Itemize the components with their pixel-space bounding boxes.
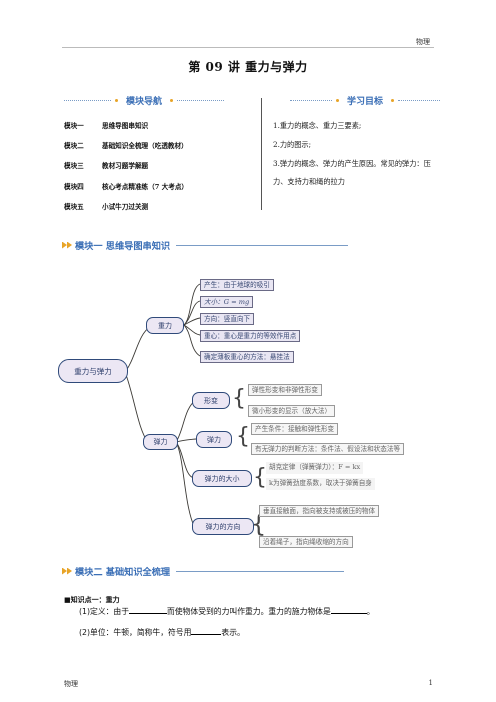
mindmap-leaf: 有无弹力的判断方法：条件法、假设法和状态法等 — [251, 443, 405, 455]
brace-icon: { — [236, 424, 250, 449]
double-arrow-icon — [62, 567, 73, 575]
mindmap-leaf: 大小：G = mg — [200, 296, 254, 308]
mindmap-leaf: 胡克定律（弹簧弹力）：F = kx — [266, 462, 364, 474]
answer-blank[interactable] — [129, 606, 168, 614]
mindmap-leaf: 产生：由于地球的吸引 — [200, 279, 274, 291]
brace-icon: { — [232, 386, 246, 411]
knowledge-line-unit: (2)单位：牛顿，简称牛，符号用表示。 — [79, 627, 245, 637]
column-separator — [261, 98, 262, 210]
mindmap-leaf: 方向：竖直向下 — [200, 313, 255, 325]
mindmap-root: 重力与弹力 — [58, 359, 128, 383]
knowledge-point-title: ■知识点一：重力 — [64, 596, 120, 604]
goal-item: 1.重力的概念、重力三要素; — [273, 121, 362, 130]
answer-blank[interactable] — [191, 627, 222, 635]
mindmap-leaf: 微小形变的显示（放大法） — [248, 405, 336, 417]
goal-item: 力、支持力和绳的拉力 — [273, 177, 345, 186]
mindmap-leaf: 产生条件：接触和弹性形变 — [251, 423, 339, 435]
knowledge-line-definition: (1)定义：由于而使物体受到的力叫作重力。重力的施力物体是。 — [79, 606, 375, 616]
page-title: 第 09 讲 重力与弹力 — [188, 60, 308, 74]
goals-heading: 学习目标 — [347, 96, 384, 107]
footer-subject: 物理 — [64, 680, 78, 688]
double-arrow-icon — [62, 241, 73, 249]
answer-blank[interactable] — [330, 606, 367, 614]
mindmap-leaf: 垂直接触面，指向被支持或被压的物体 — [259, 505, 380, 517]
mindmap-leaf: 重心：重心是重力的等效作用点 — [200, 330, 301, 342]
mindmap-leaf: k为弹簧劲度系数，取决于弹簧自身 — [266, 478, 375, 490]
module-item[interactable]: 模块四核心考点精准练（7 大考点） — [64, 182, 189, 191]
module-item[interactable]: 模块一思维导图串知识 — [64, 122, 149, 130]
mindmap-node-magnitude: 弹力的大小 — [192, 470, 252, 487]
nav-banner: 模块导航 — [64, 94, 225, 107]
goal-item: 2.力的图示; — [273, 140, 312, 149]
page-number: 1 — [428, 679, 433, 687]
header-subject: 物理 — [416, 38, 430, 46]
header-divider — [62, 47, 434, 48]
mindmap-leaf: 确定薄板重心的方法：悬挂法 — [200, 351, 294, 363]
goal-item: 3.弹力的概念、弹力的产生原因。常见的弹力：压 — [273, 159, 431, 168]
module-item[interactable]: 模块三教材习题学解题 — [64, 162, 149, 171]
mindmap-node-deformation: 形变 — [192, 392, 230, 409]
mindmap-node-gravity: 重力 — [146, 317, 184, 334]
mindmap-node-elastic-force: 弹力 — [196, 431, 232, 448]
mindmap-leaf: 沿着绳子，指向绳收缩的方向 — [259, 536, 353, 548]
mindmap-leaf: 弹性形变和非弹性形变 — [248, 384, 322, 396]
section-heading-knowledge: 模块二 基础知识全梳理 — [62, 564, 345, 578]
mindmap-node-elastic: 弹力 — [143, 434, 178, 450]
module-list: 模块一思维导图串知识 模块二基础知识全梳理（吃透教材） 模块三教材习题学解题 模… — [64, 123, 188, 210]
module-item[interactable]: 模块二基础知识全梳理（吃透教材） — [64, 142, 188, 151]
nav-heading: 模块导航 — [126, 96, 163, 107]
goals-banner: 学习目标 — [290, 94, 441, 107]
mindmap-node-direction: 弹力的方向 — [192, 518, 254, 535]
brace-icon: { — [253, 465, 267, 490]
section-heading-mindmap: 模块一 思维导图串知识 — [62, 238, 349, 252]
brace-icon: { — [251, 510, 267, 538]
module-item[interactable]: 模块五小试牛刀过关测 — [64, 202, 149, 211]
